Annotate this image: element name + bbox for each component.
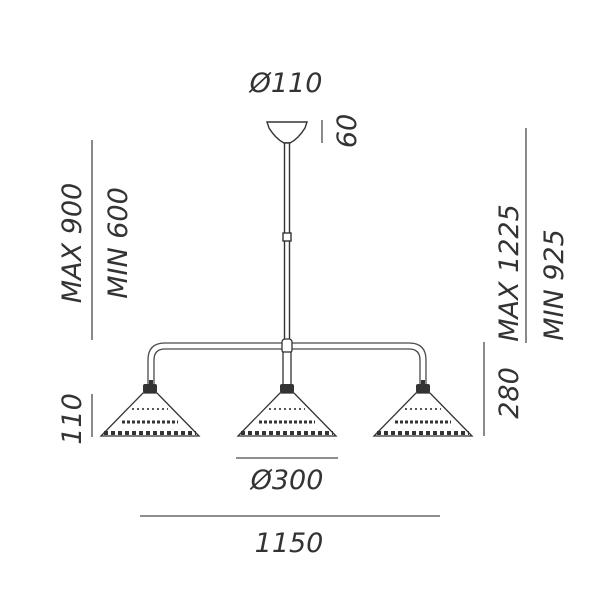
stem-adjuster — [282, 232, 292, 242]
ceiling-canopy — [266, 121, 308, 144]
lamp-holder-right — [416, 384, 430, 393]
lamp-holder-center — [280, 384, 294, 393]
stem-max-label: MAX 900 — [57, 183, 88, 303]
shade-right — [372, 384, 474, 437]
shade-diameter-label: Ø300 — [250, 465, 324, 496]
shade-body-left — [99, 392, 201, 437]
shade-left — [99, 384, 201, 437]
canopy-height-label: 60 — [332, 114, 363, 148]
lamp-holder-left — [143, 384, 157, 393]
suspension-stem — [283, 142, 291, 342]
total-min-label: MIN 925 — [539, 229, 570, 341]
canopy-diameter-label: Ø110 — [249, 68, 323, 99]
total-max-label: MAX 1225 — [494, 204, 525, 342]
stem-min-label: MIN 600 — [103, 187, 134, 299]
arm-tip-right — [421, 380, 425, 386]
arm-drop-center — [282, 351, 292, 387]
shade-body-center — [236, 392, 338, 437]
arm-tip-left — [149, 380, 153, 386]
shade-center — [236, 384, 338, 437]
shade-body-right — [372, 392, 474, 437]
shade-height-label: 110 — [57, 393, 88, 445]
total-width-label: 1150 — [255, 528, 324, 559]
arm-hub — [281, 338, 293, 354]
arm-drop-label: 280 — [494, 367, 525, 419]
